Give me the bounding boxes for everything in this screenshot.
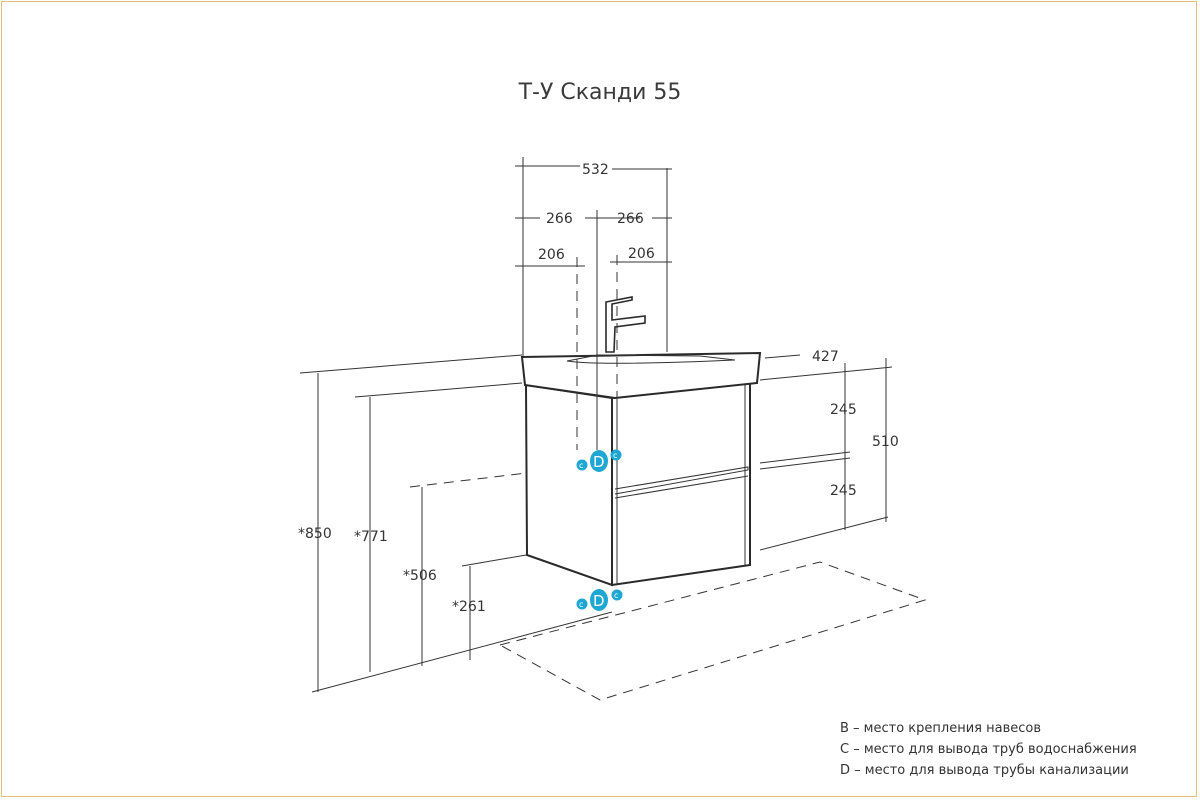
- svg-text:c: c: [613, 451, 617, 460]
- dim-850: *850: [298, 526, 332, 542]
- svg-text:c: c: [614, 591, 618, 600]
- dim-245-bottom: 245: [830, 483, 857, 499]
- floor-outline: [498, 561, 927, 701]
- dim-206-left: 206: [538, 247, 565, 263]
- dim-266-right: 266: [617, 211, 644, 227]
- svg-text:D: D: [593, 592, 605, 610]
- drawing-title: Т-У Сканди 55: [518, 80, 682, 105]
- dim-206-right: 206: [628, 246, 655, 262]
- dimension-labels: 532 266 266 206 206 427 245 245 510 *850…: [298, 162, 899, 615]
- wall-lines: [299, 354, 893, 693]
- dim-261: *261: [452, 599, 486, 615]
- dim-510: 510: [872, 434, 899, 450]
- legend-item-d: D – место для вывода трубы канализации: [840, 763, 1129, 778]
- svg-text:c: c: [579, 600, 583, 609]
- cabinet: [524, 381, 751, 587]
- faucet: [605, 296, 646, 353]
- dim-266-left: 266: [546, 211, 573, 227]
- dim-532: 532: [582, 162, 609, 178]
- dimension-lines: [317, 157, 887, 692]
- basin: [520, 351, 762, 400]
- legend-item-c: C – место для вывода труб водоснабжения: [840, 742, 1137, 757]
- dim-427: 427: [812, 349, 839, 365]
- dim-771: *771: [354, 529, 388, 545]
- svg-text:D: D: [593, 453, 605, 471]
- pipe-markers-wall: c D c: [576, 449, 622, 472]
- legend-item-b: B – место крепления навесов: [840, 721, 1041, 736]
- dim-506: *506: [403, 568, 437, 584]
- pipe-markers-floor: c D c: [576, 589, 623, 611]
- dim-245-top: 245: [830, 402, 857, 418]
- svg-text:c: c: [579, 461, 583, 470]
- legend: B – место крепления навесов C – место дл…: [840, 718, 1137, 781]
